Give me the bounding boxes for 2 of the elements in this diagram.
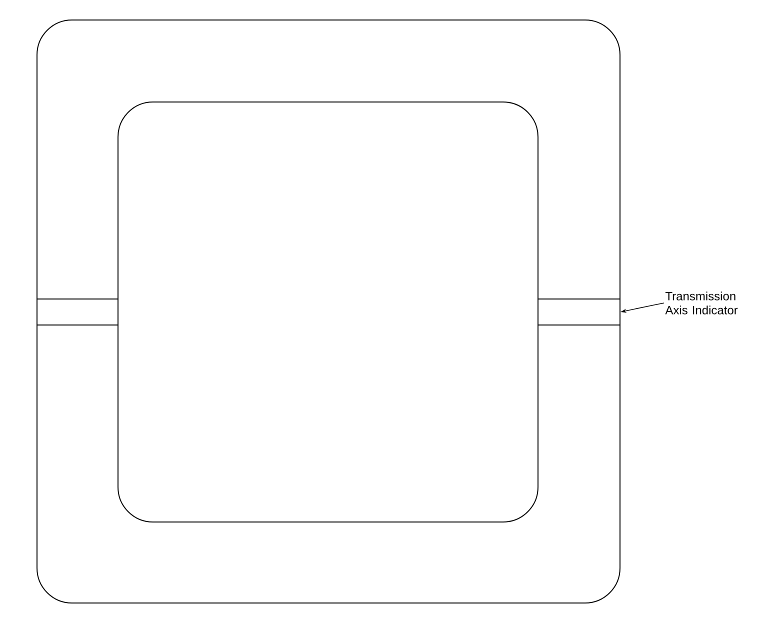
callout-label: Transmission Axis Indicator bbox=[665, 292, 738, 314]
indicator-band bbox=[538, 298, 620, 326]
